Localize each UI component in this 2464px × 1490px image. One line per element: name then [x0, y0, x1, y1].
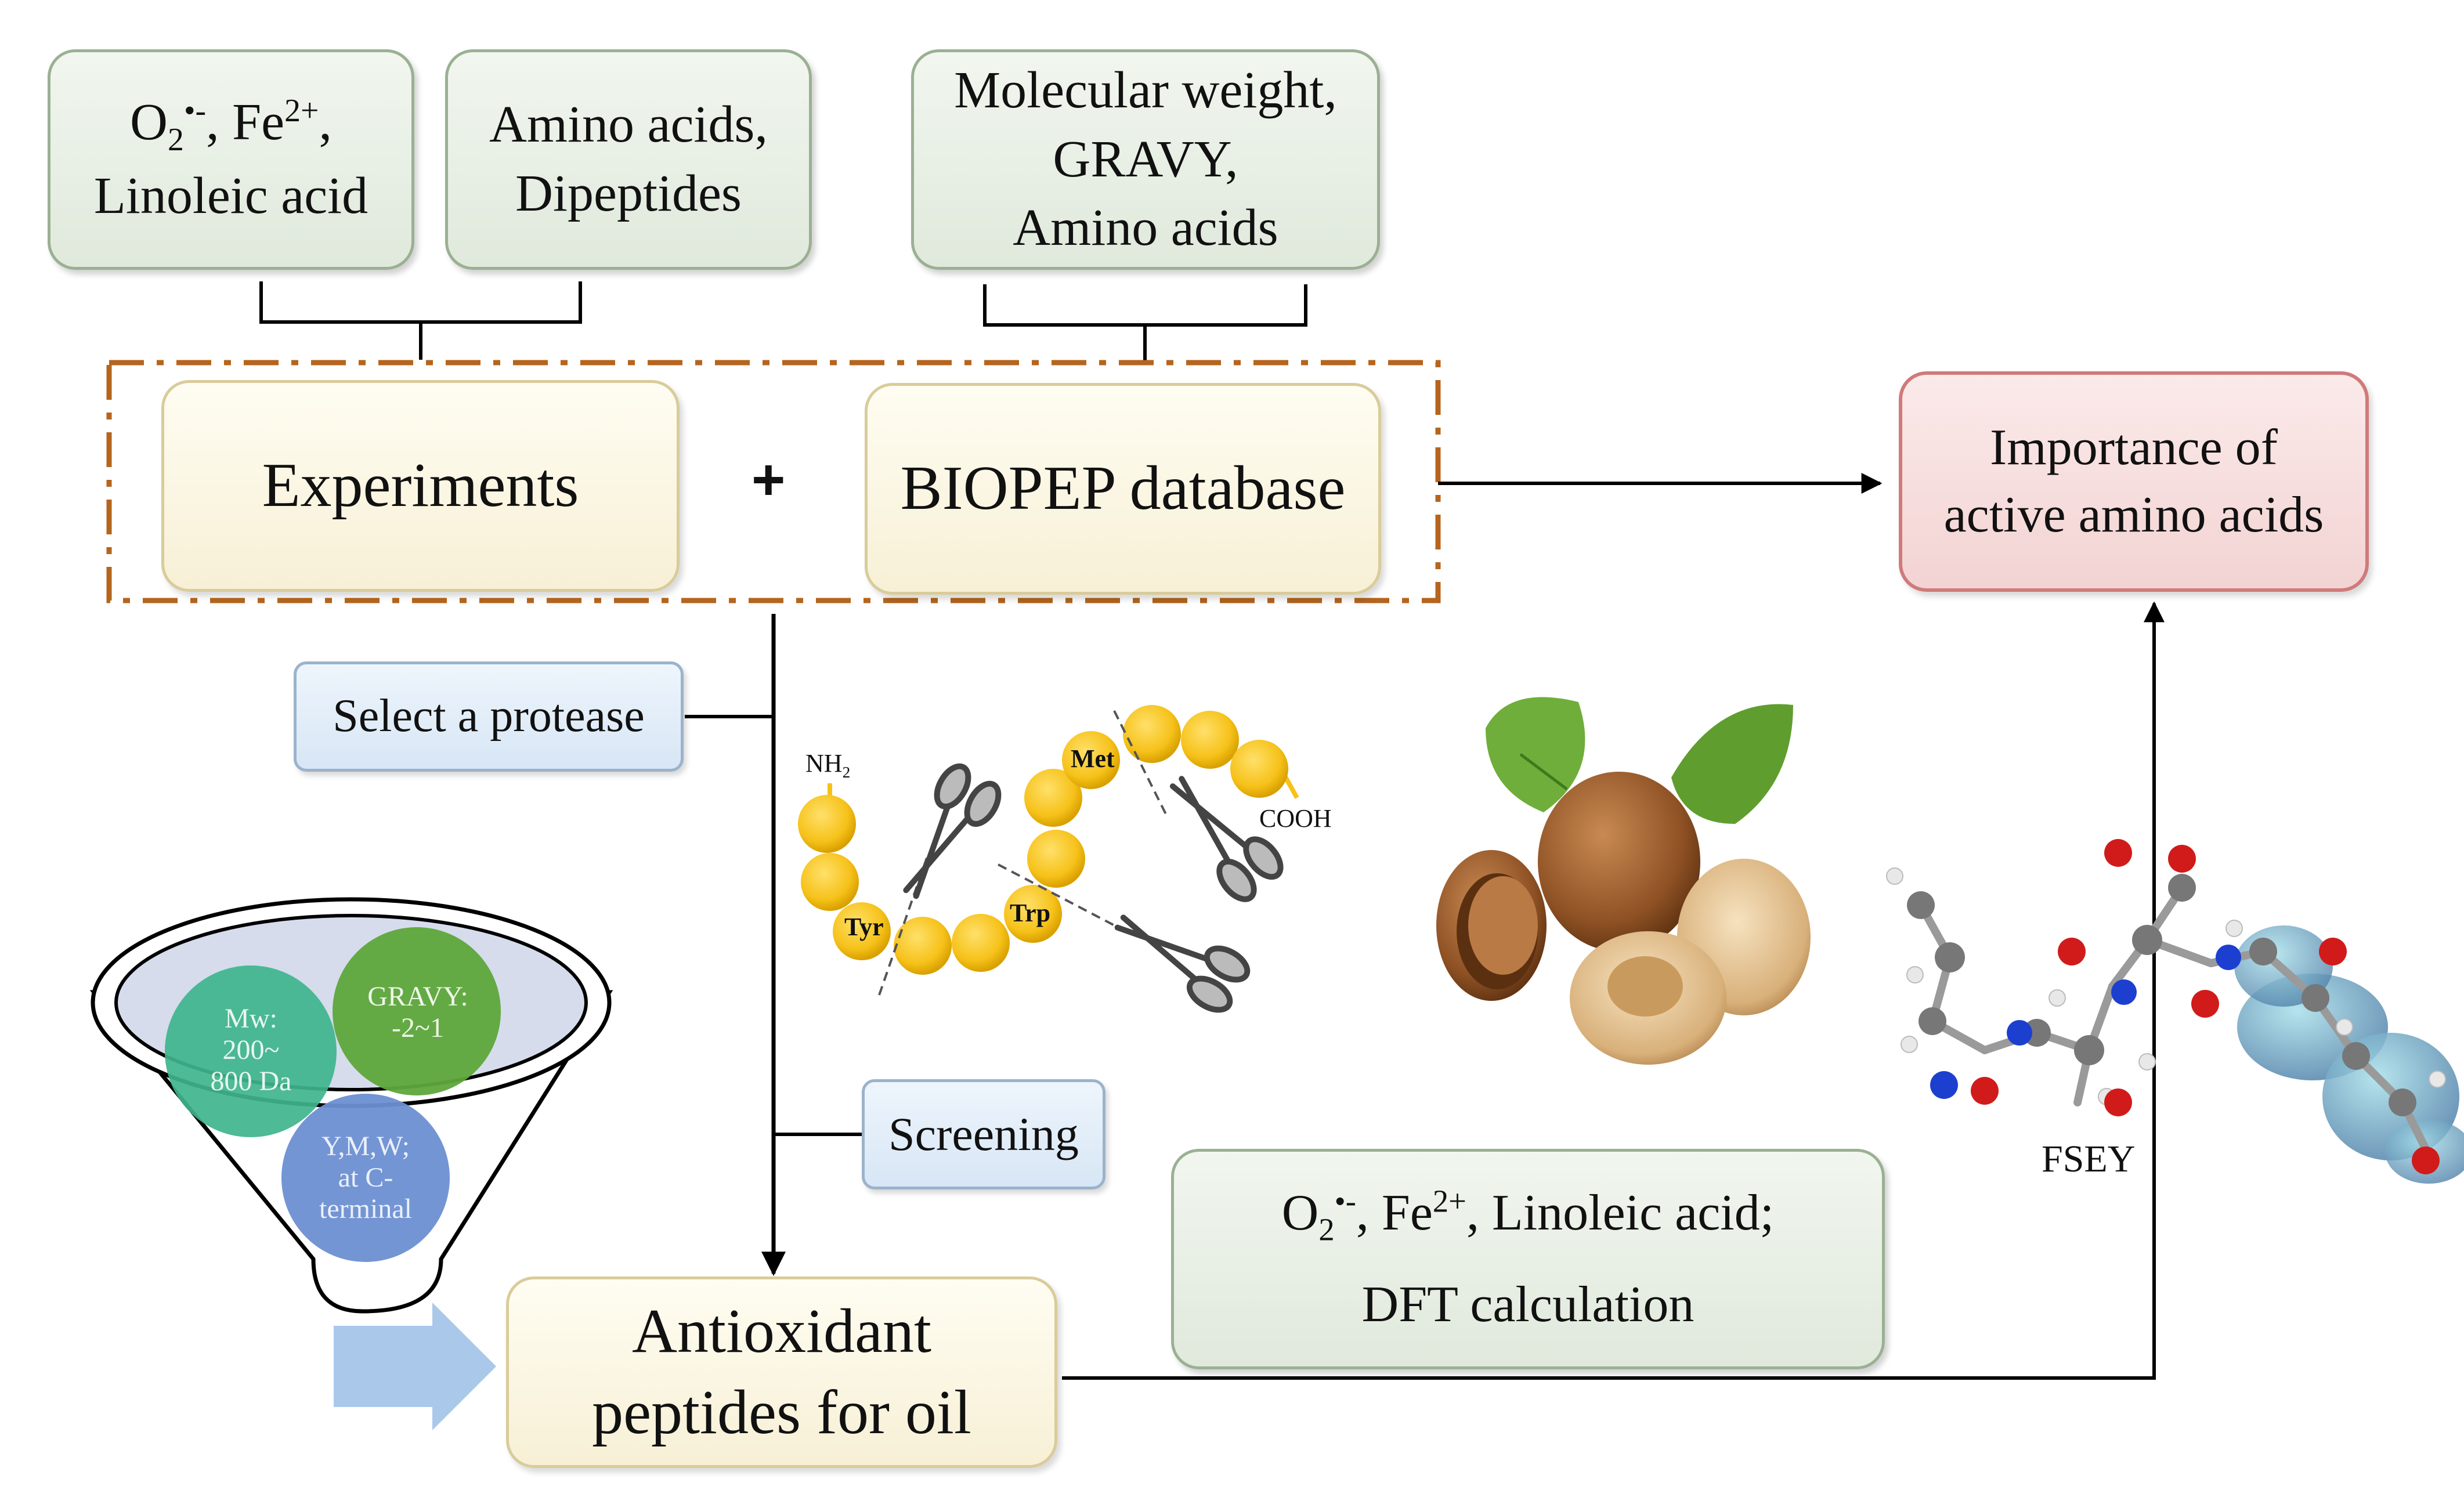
screening-label: Screening	[888, 1107, 1079, 1160]
experiments-box: Experiments	[161, 380, 680, 592]
antioxidant-peptides-box: Antioxidant peptides for oil	[506, 1276, 1057, 1468]
scissors-icon	[903, 763, 1284, 1013]
tyr-label: Tyr	[844, 913, 884, 941]
plus-sign: +	[752, 447, 786, 512]
radical-inputs-line2: Linoleic acid	[93, 167, 368, 225]
biopep-inputs-line3: Amino acids	[1013, 199, 1278, 257]
met-label: Met	[1071, 744, 1115, 773]
biopep-inputs-line1: Molecular weight,	[954, 61, 1337, 119]
radical-inputs-box: O2•-, Fe2+, Linoleic acid	[48, 49, 414, 270]
biopep-label: BIOPEP database	[900, 454, 1346, 523]
biopep-inputs-line2: GRAVY,	[1053, 130, 1238, 188]
experiments-label: Experiments	[262, 451, 579, 520]
block-arrow-icon	[334, 1303, 496, 1430]
validation-line1: O2•-, Fe2+, Linoleic acid;	[1281, 1183, 1775, 1247]
ymw-criterion-label: Y,M,W; at C- terminal	[319, 1131, 412, 1224]
mw-criterion-label: Mw: 200~ 800 Da	[210, 1003, 292, 1097]
importance-box: Importance of active amino acids	[1899, 371, 2369, 592]
amino-acids-line1: Amino acids,	[489, 96, 768, 154]
amino-acids-box: Amino acids, Dipeptides	[445, 49, 812, 270]
importance-line2: active amino acids	[1943, 487, 2324, 543]
biopep-inputs-box: Molecular weight, GRAVY, Amino acids	[911, 49, 1380, 270]
return-arrow	[1062, 601, 2165, 1380]
screening-box: Screening	[862, 1079, 1105, 1189]
validation-box: O2•-, Fe2+, Linoleic acid; DFT calculati…	[1171, 1149, 1885, 1369]
gravy-criterion-label: GRAVY: -2~1	[367, 981, 468, 1043]
select-protease-box: Select a protease	[294, 661, 684, 772]
antioxidant-line1: Antioxidant	[632, 1296, 931, 1366]
molecule-icon	[1886, 839, 2464, 1184]
cooh-label: COOH	[1259, 804, 1332, 833]
importance-line1: Importance of	[1990, 419, 2278, 476]
radical-inputs-line1: O2•-, Fe2+,	[130, 93, 332, 158]
nh2-label: NH2	[805, 749, 851, 781]
select-protease-label: Select a protease	[333, 690, 645, 742]
hazelnut-icon	[1436, 697, 1811, 1065]
brace-left	[259, 281, 582, 360]
validation-line2: DFT calculation	[1361, 1276, 1695, 1333]
biopep-database-box: BIOPEP database	[865, 383, 1381, 595]
fsey-label: FSEY	[2042, 1138, 2136, 1180]
funnel-icon	[89, 897, 613, 1314]
trp-label: Trp	[1010, 899, 1051, 927]
amino-acids-line2: Dipeptides	[515, 165, 742, 222]
brace-right	[983, 284, 1307, 364]
antioxidant-line2: peptides for oil	[592, 1378, 971, 1447]
